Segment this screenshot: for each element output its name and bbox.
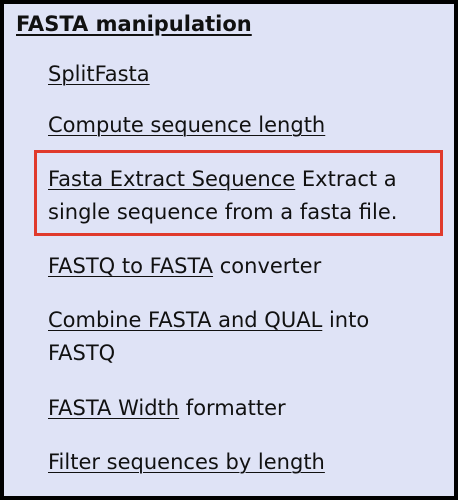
tool-item-fasta-extract-sequence: Fasta Extract Sequence Extract a single …: [48, 163, 440, 229]
tool-link-fastq-to-fasta[interactable]: FASTQ to FASTA: [48, 254, 214, 278]
tool-item-filter-sequences-by-length: Filter sequences by length: [48, 446, 440, 479]
section-title-fasta-manipulation[interactable]: FASTA manipulation: [16, 12, 252, 36]
tool-item-splitfasta: SplitFasta: [48, 58, 440, 91]
tool-item-fasta-width: FASTA Width formatter: [48, 392, 440, 425]
tool-link-compute-sequence-length[interactable]: Compute sequence length: [48, 113, 326, 137]
tool-desc-fasta-extract-sequence: Extract a single sequence from a fasta f…: [48, 167, 398, 224]
tool-link-fasta-extract-sequence[interactable]: Fasta Extract Sequence: [48, 167, 296, 191]
tool-link-combine-fasta-and-qual[interactable]: Combine FASTA and QUAL: [48, 308, 323, 332]
tool-desc-combine-fasta-and-qual: into FASTQ: [48, 308, 370, 365]
tool-panel: FASTA manipulation SplitFasta Compute se…: [4, 4, 454, 496]
tool-item-compute-sequence-length: Compute sequence length: [48, 109, 440, 142]
tool-desc-fasta-width: formatter: [185, 396, 286, 420]
tool-desc-fastq-to-fasta: converter: [219, 254, 322, 278]
tool-item-combine-fasta-and-qual: Combine FASTA and QUAL into FASTQ: [48, 304, 440, 370]
tool-link-fasta-width[interactable]: FASTA Width: [48, 396, 180, 420]
tool-link-filter-sequences-by-length[interactable]: Filter sequences by length: [48, 450, 325, 474]
tool-link-splitfasta[interactable]: SplitFasta: [48, 62, 150, 86]
tool-item-fastq-to-fasta: FASTQ to FASTA converter: [48, 250, 440, 283]
